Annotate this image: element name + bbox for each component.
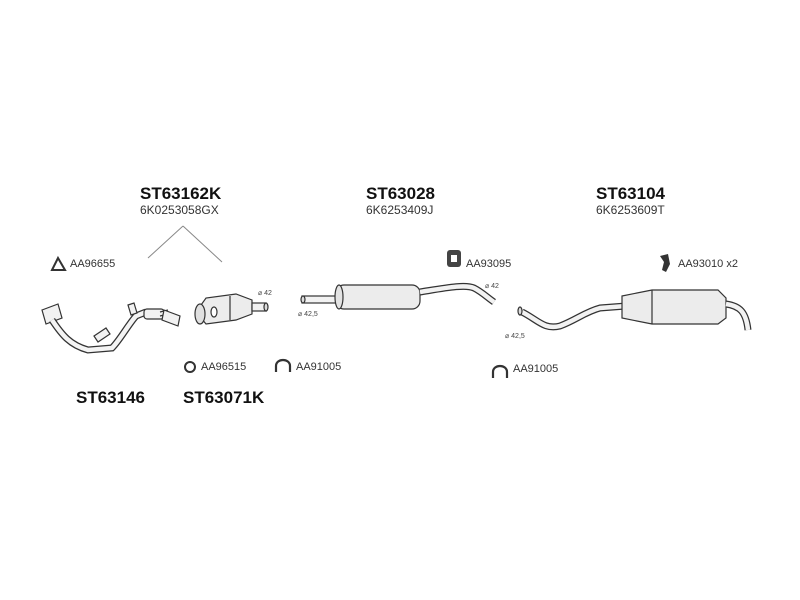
diameter-label-mid-inlet: ⌀ 42,5 <box>298 311 318 318</box>
part-number-front-pipe-cat: ST63162K <box>140 184 222 203</box>
front-pipe-drawing <box>41 302 181 354</box>
part-number-front-pipe: ST63146 <box>76 388 145 407</box>
clamp-icon-cat <box>274 358 292 372</box>
accessory-label-clamp-cat: AA91005 <box>296 361 342 373</box>
part-number-catalyst: ST63071K <box>183 388 265 407</box>
diameter-label-rear-inlet: ⌀ 42,5 <box>505 333 525 340</box>
oem-number-rear-silencer: 6K6253609T <box>596 203 665 217</box>
catalyst-drawing <box>194 293 269 325</box>
diameter-label-mid-outlet: ⌀ 42 <box>485 283 499 290</box>
oem-number-middle-silencer: 6K6253409J <box>366 203 434 217</box>
pointer-line-right <box>182 225 223 263</box>
hanger-icon-rear <box>660 254 670 272</box>
rear-silencer-drawing <box>517 289 752 331</box>
clamp-icon-rear <box>491 364 509 378</box>
accessory-label-hanger-rear: AA93010 x2 <box>678 258 738 270</box>
accessory-label-ring: AA96515 <box>201 361 247 373</box>
part-number-middle-silencer: ST63028 <box>366 184 435 203</box>
ring-icon <box>184 361 196 373</box>
accessory-label-clamp-rear: AA91005 <box>513 363 559 375</box>
gasket-icon <box>50 255 67 271</box>
pointer-line-left <box>147 225 184 259</box>
accessory-label-hanger-mid: AA93095 <box>466 258 512 270</box>
part-number-rear-silencer: ST63104 <box>596 184 665 203</box>
accessory-label-gasket: AA96655 <box>70 258 116 270</box>
hanger-icon-mid <box>447 250 461 267</box>
diameter-label-cat-outlet: ⌀ 42 <box>258 290 272 297</box>
oem-number-front-pipe-cat: 6K0253058GX <box>140 203 219 217</box>
middle-silencer-drawing <box>300 282 496 310</box>
